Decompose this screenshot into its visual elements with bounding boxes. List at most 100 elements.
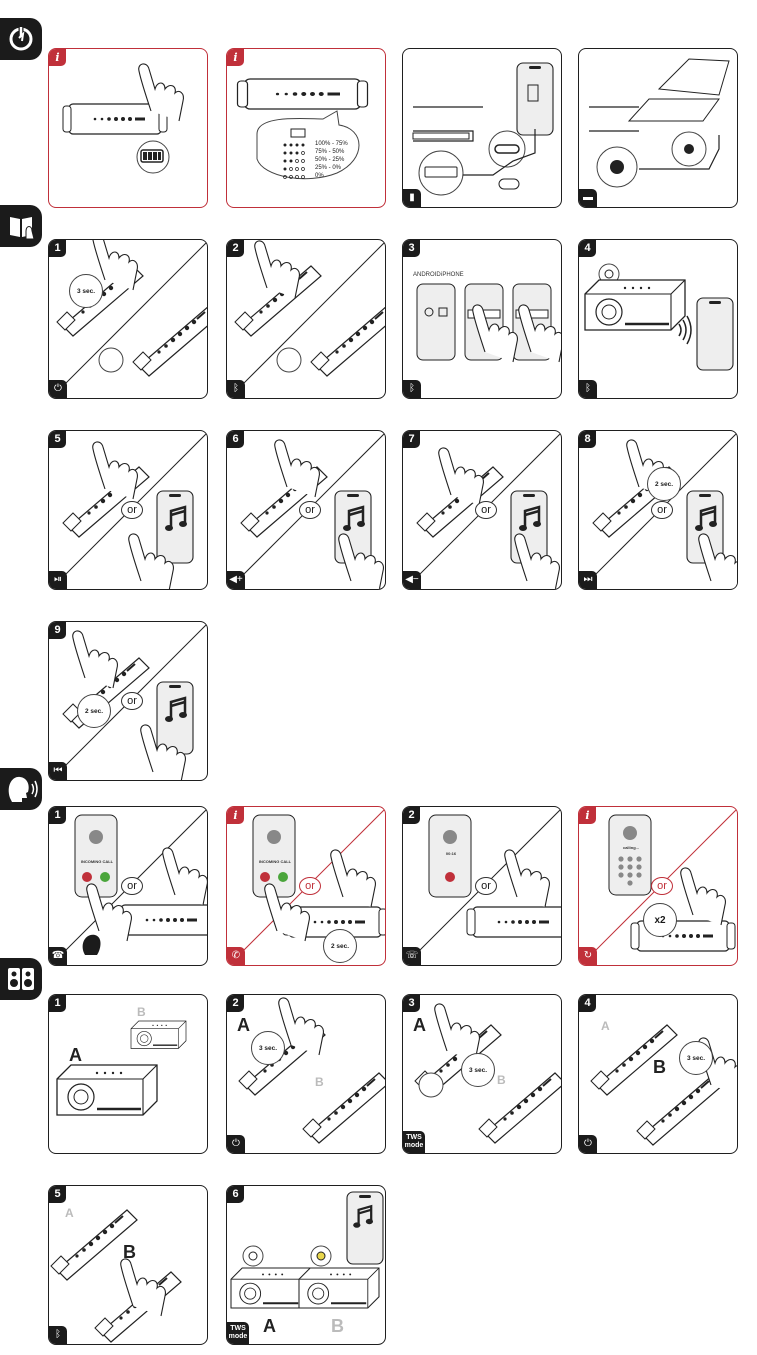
step-number: 5 [49,431,66,448]
battery-level-1: 100% - 75% [315,141,348,147]
calling-text: calling... [622,845,639,850]
panel-tws-step3: 3 A B 3 sec. TWS mode [402,994,562,1154]
step-number: 2 [227,995,244,1012]
bluetooth-corner-icon: ᛒ [49,1326,67,1344]
panel-call-redial: i calling... or x2 ↻ [578,806,738,966]
phone-answer-icon: ☎ [49,947,67,965]
panel-step-previous-track: 9 2 sec. or ⏮ [48,621,208,781]
step-number: 6 [227,1186,244,1203]
incoming-call-text: INCOMING CALL [258,859,292,864]
hold-duration-bubble: 2 sec. [647,467,681,501]
next-track-icon: ⏭ [579,571,597,589]
battery-level-5: 0% [315,173,324,179]
volume-up-icon: ◀+ [227,571,245,589]
panel-battery-levels: i 100% - 75% 75% - 50% 50% - 25% 25% - 0… [226,48,386,208]
step-number: 8 [579,431,596,448]
panel-aux-input: ▬ [578,48,738,208]
bluetooth-corner-icon: ᛒ [579,380,597,398]
or-label: or [651,501,673,519]
iphone-label: iPHONE [441,272,464,278]
speaker-a-label: A [237,1015,250,1035]
speaker-a-label: A [263,1316,276,1336]
panel-step-next-track: 8 2 sec. or ⏭ [578,430,738,590]
step-number: 5 [49,1186,66,1203]
speaker-b-label: B [123,1242,136,1262]
speaker-b-label: B [137,1005,146,1019]
hold-duration-bubble: 3 sec. [679,1041,713,1075]
step-number: 1 [49,240,66,257]
power-corner-icon: ⏻ [579,1135,597,1153]
battery-level-4: 25% - 0% [315,165,342,171]
press-times-bubble: x2 [643,903,677,937]
panel-step-bluetooth-mode: 2 ᛒ [226,239,386,399]
bluetooth-corner-icon: ᛒ [227,380,245,398]
panel-tws-step2: 2 A B 3 sec. ⏻ [226,994,386,1154]
step-number: 1 [49,995,66,1012]
panel-battery-check: i [48,48,208,208]
power-charge-icon [9,27,33,51]
speaker-a-label: A [601,1019,610,1033]
panel-step-play-pause: 5 or ⏯ [48,430,208,590]
or-label: or [299,501,321,519]
panel-tws-step6: 6 A B TWS mode [226,1185,386,1345]
hold-duration-bubble: 3 sec. [251,1031,285,1065]
step-number: 4 [579,240,596,257]
section-manual-tab [0,205,42,247]
previous-track-icon: ⏮ [49,762,67,780]
bluetooth-corner-icon: ᛒ [403,380,421,398]
step-number: 3 [403,995,420,1012]
step-number: 3 [403,240,420,257]
power-corner-icon: ⏻ [227,1135,245,1153]
hold-duration-bubble: 3 sec. [69,274,103,308]
android-label: ANDROID [413,272,441,278]
panel-call-answer: 1 INCOMING CALL or ☎ [48,806,208,966]
panel-tws-step4: 4 A B 3 sec. ⏻ [578,994,738,1154]
or-label: or [475,877,497,895]
section-tws-tab [0,958,42,1000]
panel-step-phone-pairing: 3 ANDROID iPHONE ᛒ [402,239,562,399]
panel-tws-step5: 5 A B ᛒ [48,1185,208,1345]
step-number: 9 [49,622,66,639]
panel-step-connected: 4 ᛒ [578,239,738,399]
or-label: or [121,501,143,519]
info-badge: i [227,807,244,824]
step-number: 6 [227,431,244,448]
or-label: or [651,877,673,895]
play-pause-icon: ⏯ [49,571,67,589]
panel-charging-cable: ▮ [402,48,562,208]
hold-duration-bubble: 3 sec. [461,1053,495,1087]
speaker-b-label: B [653,1057,666,1077]
panel-step-volume-down: 7 or ◀− [402,430,562,590]
volume-down-icon: ◀− [403,571,421,589]
section-charge-tab [0,18,42,60]
speaker-b-label: B [497,1073,506,1087]
info-badge: i [227,49,244,66]
charging-corner-icon: ▮ [403,189,421,207]
battery-level-2: 75% - 50% [315,149,345,155]
info-badge: i [49,49,66,66]
speaker-a-label: A [65,1206,74,1220]
step-number: 1 [49,807,66,824]
panel-call-reject: i INCOMING CALL or 2 sec. ✆ [226,806,386,966]
step-number: 4 [579,995,596,1012]
panel-step-volume-up: 6 or ◀+ [226,430,386,590]
battery-level-3: 50% - 25% [315,157,345,163]
manual-icon [10,217,35,240]
hold-duration-bubble: 2 sec. [77,694,111,728]
panel-tws-step1: 1 B A [48,994,208,1154]
power-corner-icon: ⏻ [49,380,67,398]
incoming-call-text: INCOMING CALL [80,859,114,864]
tws-mode-corner: TWS mode [403,1131,425,1153]
or-label: or [475,501,497,519]
speaker-a-label: A [69,1045,82,1065]
info-badge: i [579,807,596,824]
panel-call-end: 2 00:16 or ☏ [402,806,562,966]
or-label: or [299,877,321,895]
or-label: or [121,877,143,895]
phone-end-icon: ☏ [403,947,421,965]
step-number: 2 [403,807,420,824]
hold-duration-bubble: 2 sec. [323,929,357,963]
speaker-b-label: B [331,1316,344,1336]
or-label: or [121,692,143,710]
section-call-tab [0,768,42,810]
